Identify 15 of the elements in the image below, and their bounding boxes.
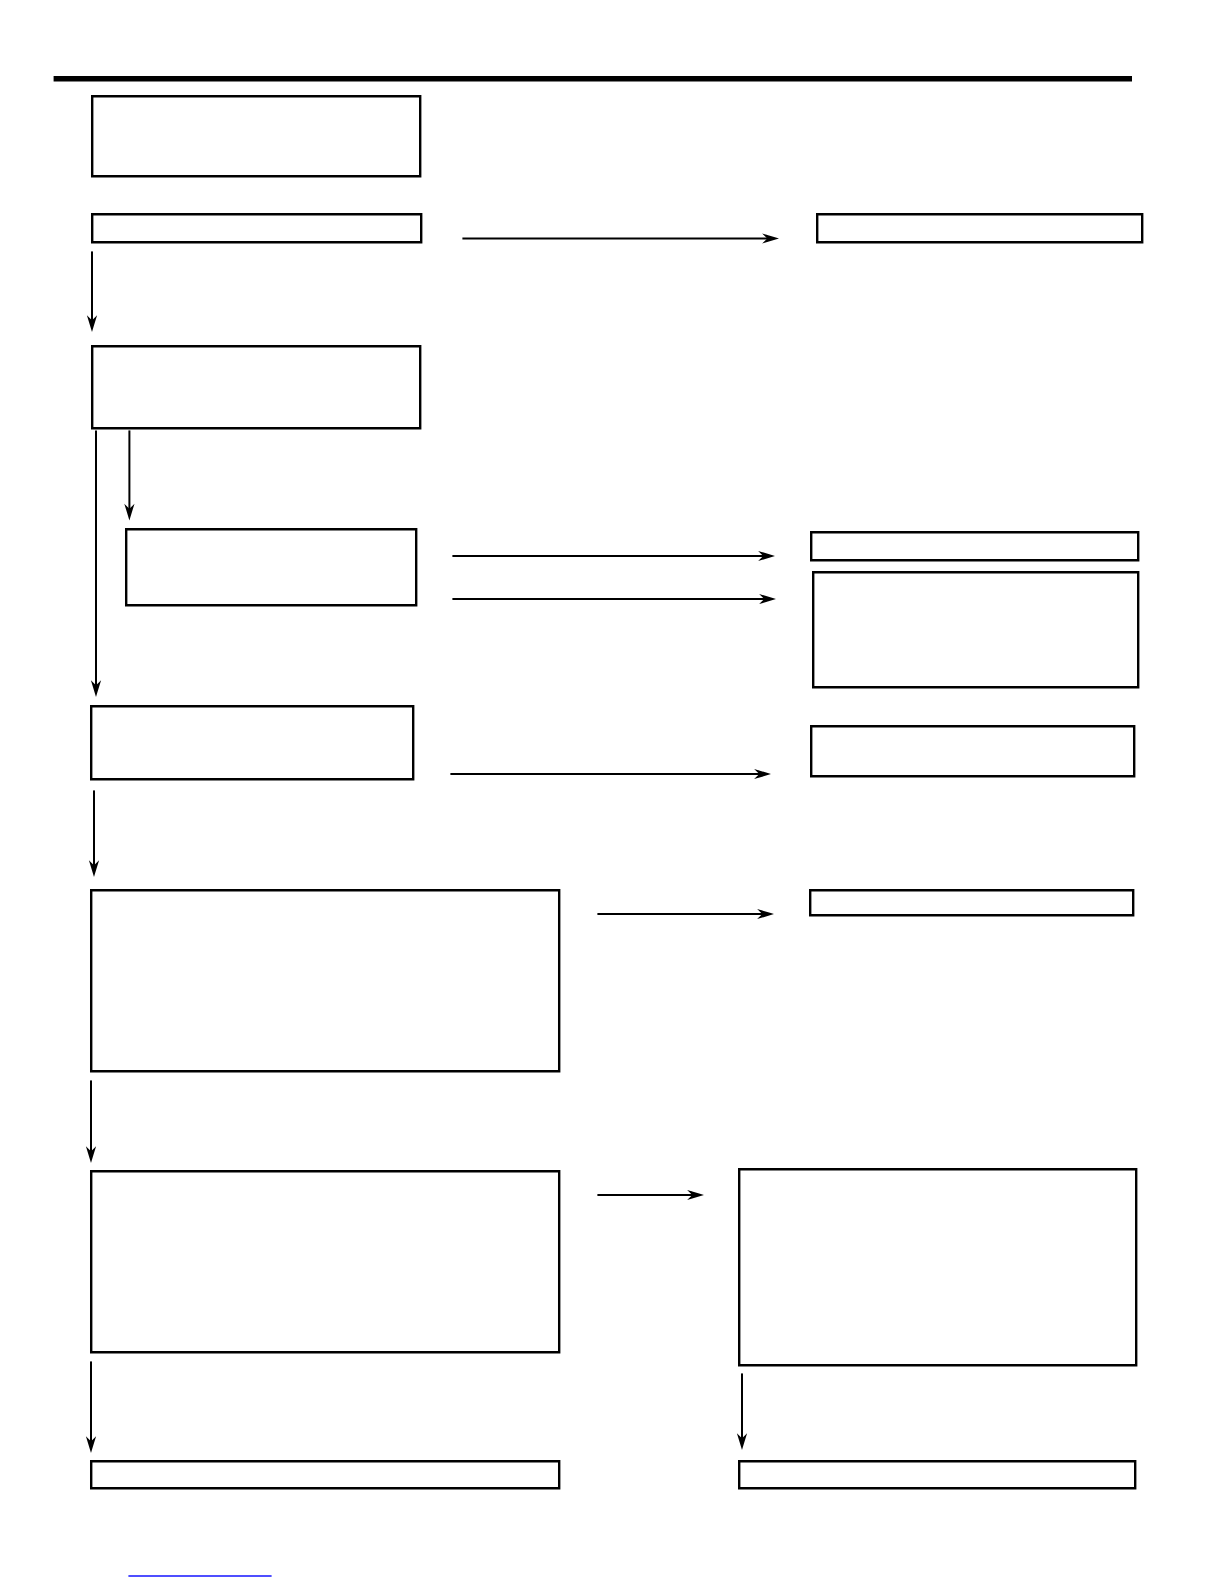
process-box [738,1460,1137,1490]
process-box [810,531,1140,562]
process-box [816,213,1144,244]
process-box [810,725,1136,778]
process-box [90,889,561,1073]
process-box [812,571,1140,689]
process-box [90,705,415,781]
process-box [91,213,423,244]
process-box [809,889,1135,917]
process-box [738,1168,1138,1367]
process-box [90,1170,561,1354]
process-box [125,528,418,607]
process-box [90,1460,561,1490]
process-box [91,345,422,430]
process-box [91,95,422,178]
